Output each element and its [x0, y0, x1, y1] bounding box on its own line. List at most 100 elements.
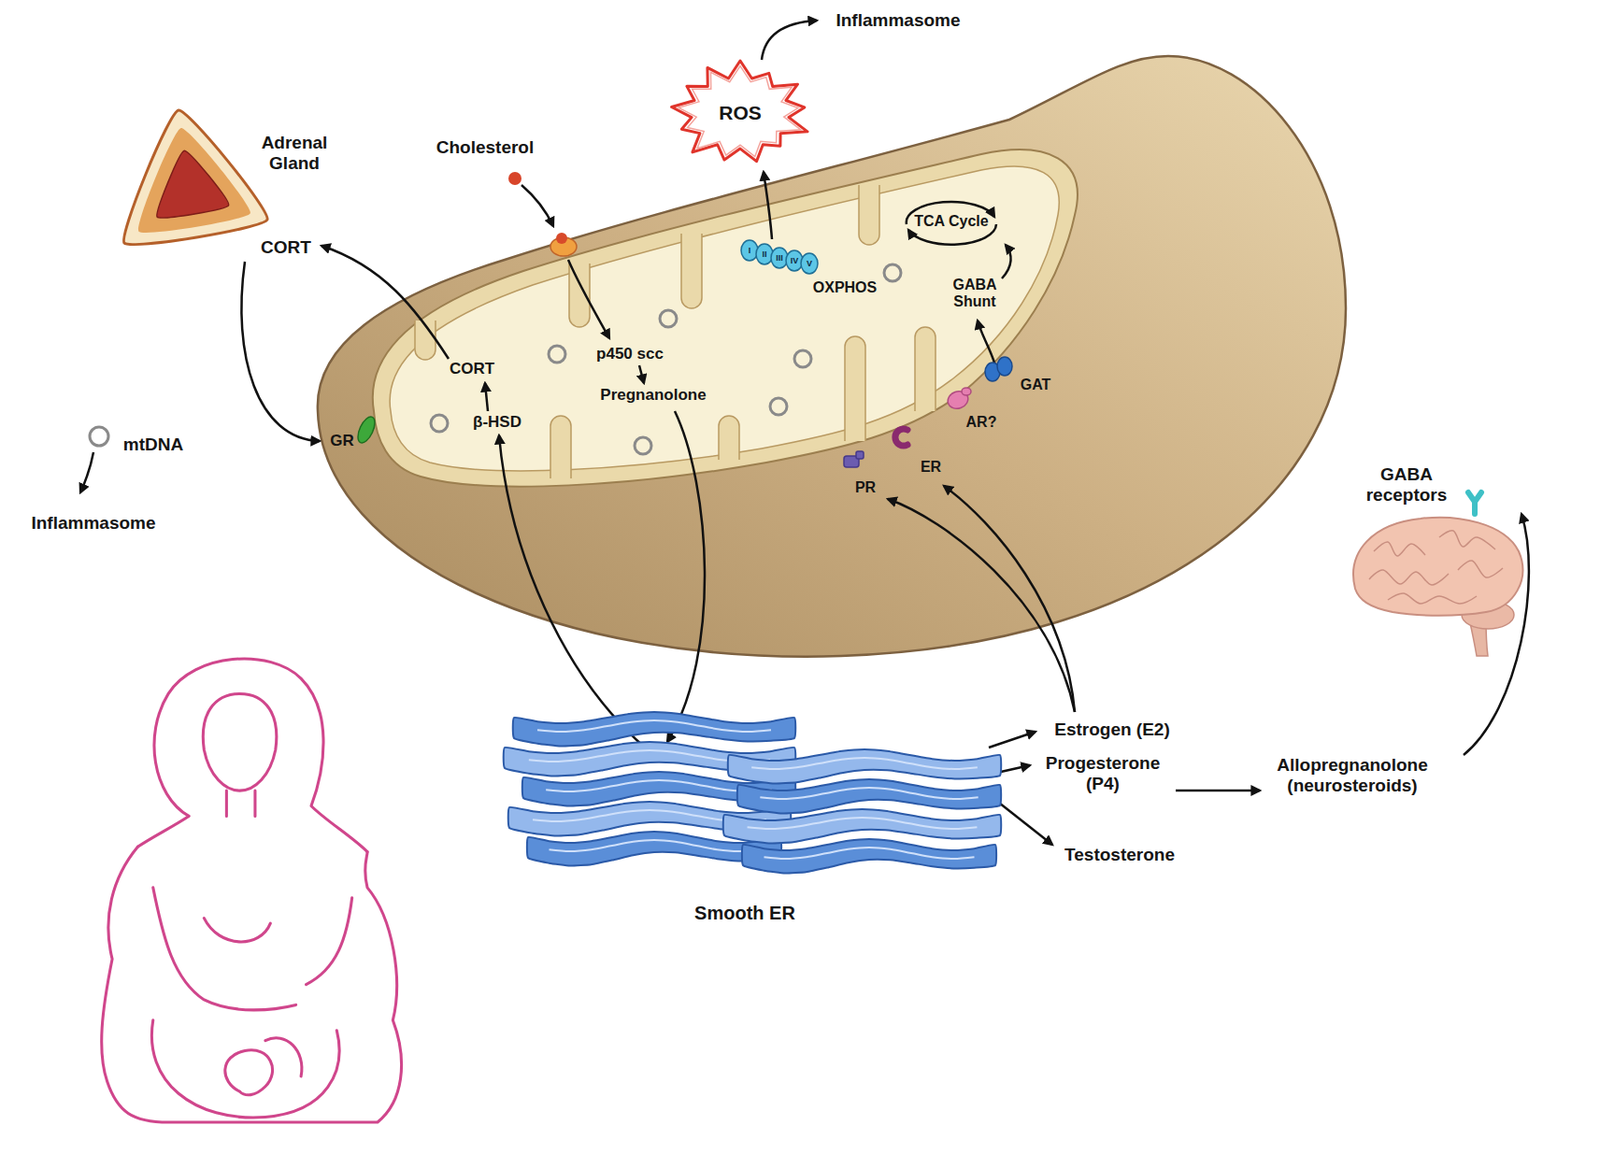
- label-holder: OXPHOS: [813, 279, 877, 297]
- er-cisterna: [723, 809, 1001, 844]
- label-holder: II: [761, 249, 767, 259]
- node-text: mtDNA: [123, 434, 184, 456]
- text-holder: GAT: [1020, 376, 1052, 394]
- receptor-body: [895, 428, 908, 446]
- gyrus: [1457, 560, 1503, 578]
- receptor-knob: [856, 451, 864, 459]
- er-highlight: [747, 817, 978, 829]
- node-text: GAT: [1020, 376, 1052, 394]
- receptor-knob: [961, 387, 972, 396]
- label-holder: I: [748, 245, 752, 256]
- pathway-arrows: [80, 20, 1529, 845]
- er-cisterna: [742, 839, 997, 874]
- burst-outline: [671, 60, 808, 162]
- text-holder: ROS: [718, 101, 762, 125]
- label-holder: TCA Cycle: [914, 213, 988, 230]
- pathway-label: GABA Shunt: [944, 276, 1005, 312]
- enzyme-label: p450 scc: [596, 344, 664, 364]
- text-holder: GABA receptors: [1357, 464, 1457, 506]
- burst-inner: [678, 66, 801, 158]
- smooth-er: Smooth ER: [504, 699, 1006, 935]
- hormone-label: Testosterone: [1064, 844, 1175, 866]
- text-holder: GR: [329, 431, 355, 451]
- adrenal-medulla: [157, 150, 229, 218]
- tca-cycle-arrows: [906, 201, 997, 245]
- complex-number: II: [761, 249, 767, 259]
- adrenal-gland-shape: [112, 102, 346, 253]
- gat-transporter: GAT: [981, 355, 1061, 400]
- er-highlight: [759, 787, 978, 800]
- er-highlight: [764, 847, 975, 859]
- mitochondrion: [317, 56, 1346, 658]
- cerebrum: [1353, 517, 1523, 616]
- label-holder: Progesterone (P4): [1040, 753, 1167, 795]
- label-holder: Inflammasome: [30, 513, 156, 534]
- node-text: GR: [329, 431, 355, 451]
- node-text: PR: [855, 479, 876, 497]
- label-holder: Estrogen (E2): [1054, 719, 1171, 741]
- gr-receptor: GR: [328, 411, 381, 454]
- neurosteroid-label: Allopregnanolone (neurosteroids): [1266, 755, 1440, 797]
- complex-number: IV: [790, 256, 800, 266]
- label-holder: p450 scc: [596, 344, 664, 364]
- node-text: Adrenal Gland: [250, 132, 340, 174]
- mtdna-rings: [430, 264, 901, 455]
- text-holder: PR: [855, 479, 876, 497]
- gyrus: [1369, 570, 1449, 586]
- hormone-label: Estrogen (E2): [1054, 719, 1171, 741]
- ros-burst: ROS: [665, 57, 815, 169]
- text-holder: Adrenal Gland: [250, 132, 340, 174]
- label-holder: Cholesterol: [436, 137, 535, 158]
- er-receptor-shape: [883, 418, 954, 480]
- er-receptor: ER: [883, 418, 954, 480]
- text-holder: mtDNA: [123, 434, 184, 456]
- substrate-label: Cholesterol: [436, 137, 535, 158]
- complex-number: V: [806, 258, 813, 269]
- mtdna-ring: [89, 427, 109, 446]
- cholesterol-dot: [508, 171, 522, 186]
- label-holder: V: [806, 258, 813, 269]
- outer-membrane: [317, 56, 1346, 658]
- node-text: ROS: [718, 101, 762, 125]
- node-text: ER: [920, 458, 942, 476]
- cycle-label: TCA Cycle: [914, 213, 988, 230]
- transporter-lobe: [997, 357, 1013, 376]
- label-holder: GABA Shunt: [944, 276, 1005, 312]
- gyrus: [1439, 530, 1496, 550]
- receptor-body: [945, 388, 972, 412]
- smooth-er-shape: [504, 699, 1006, 935]
- node-text: AR?: [966, 414, 998, 431]
- output-label: Inflammasome: [835, 10, 960, 31]
- node-text: Smooth ER: [694, 902, 796, 925]
- cristae: [414, 185, 936, 479]
- receptor-body: [354, 414, 378, 445]
- text-holder: ER: [920, 458, 942, 476]
- text-holder: Smooth ER: [694, 902, 796, 925]
- er-cisterna: [737, 779, 1001, 815]
- gyrus: [1373, 542, 1426, 557]
- er-highlight: [549, 840, 760, 852]
- ar-receptor: AR?: [939, 383, 1007, 438]
- adrenal-cortex: [138, 128, 251, 233]
- adrenal-capsule: [123, 110, 268, 245]
- cut-face: [372, 149, 1078, 486]
- label-holder: CORT: [449, 359, 495, 379]
- output-label: Inflammasome: [30, 513, 156, 534]
- hormone-label: CORT: [260, 237, 312, 258]
- mtdna-circle: mtDNA: [84, 422, 195, 458]
- label-holder: IV: [790, 256, 800, 266]
- hormone-label: CORT: [449, 359, 495, 379]
- complex-number: I: [748, 245, 752, 256]
- complex-number: III: [775, 253, 784, 263]
- brain: GABA receptors: [1345, 457, 1533, 659]
- label-holder: β-HSD: [472, 413, 522, 432]
- steroid-label: Pregnanolone: [600, 385, 706, 405]
- adrenal-gland: Adrenal Gland: [112, 102, 346, 253]
- gyrus: [1387, 593, 1477, 604]
- cholesterol-transporter: [550, 232, 577, 257]
- enzyme-label: β-HSD: [472, 413, 522, 432]
- label-holder: Inflammasome: [835, 10, 960, 31]
